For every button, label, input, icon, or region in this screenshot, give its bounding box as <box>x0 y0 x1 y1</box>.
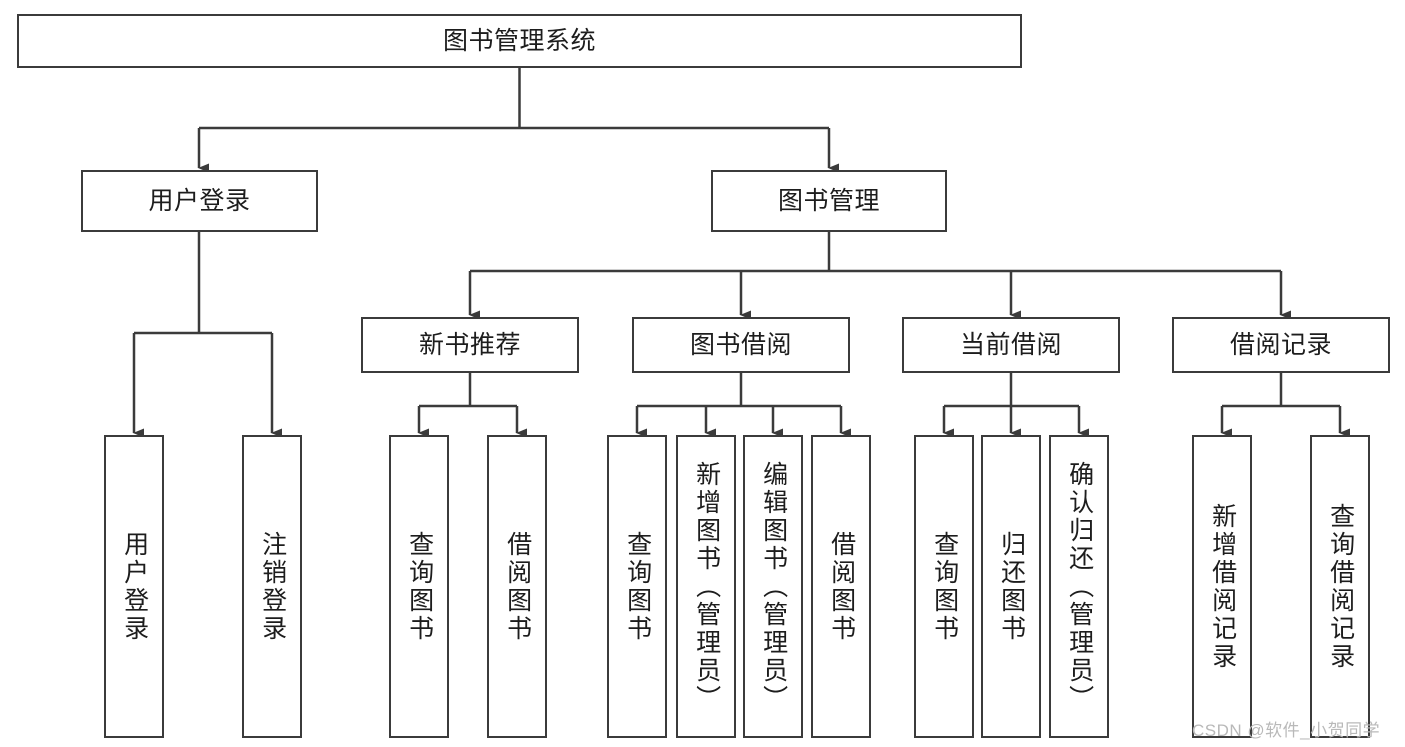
node-book-borrow-label: 图书借阅 <box>689 331 792 359</box>
leaf-label: 查询图书 <box>930 530 959 643</box>
node-book-management-label: 图书管理 <box>777 187 880 215</box>
leaf-add-borrow-record[interactable]: 新增借阅记录 <box>1192 435 1252 738</box>
leaf-label: 新增借阅记录 <box>1208 502 1237 671</box>
leaf-edit-book-admin[interactable]: 编辑图书（管理员） <box>743 435 803 738</box>
leaf-query-book-borrow[interactable]: 查询图书 <box>607 435 667 738</box>
leaf-label: 查询借阅记录 <box>1326 502 1355 671</box>
leaf-logout[interactable]: 注销登录 <box>242 435 302 738</box>
leaf-label: 注销登录 <box>258 530 287 643</box>
leaf-confirm-return-admin[interactable]: 确认归还（管理员） <box>1049 435 1109 738</box>
leaf-user-login[interactable]: 用户登录 <box>104 435 164 738</box>
leaf-label: 查询图书 <box>623 530 652 643</box>
leaf-query-book-recommend[interactable]: 查询图书 <box>389 435 449 738</box>
leaf-label: 新增图书（管理员） <box>692 460 721 713</box>
leaf-return-book[interactable]: 归还图书 <box>981 435 1041 738</box>
leaf-label: 用户登录 <box>120 530 149 643</box>
node-current-borrow-label: 当前借阅 <box>959 331 1062 359</box>
node-root[interactable]: 图书管理系统 <box>17 14 1022 68</box>
leaf-query-borrow-record[interactable]: 查询借阅记录 <box>1310 435 1370 738</box>
leaf-add-book-admin[interactable]: 新增图书（管理员） <box>676 435 736 738</box>
leaf-label: 编辑图书（管理员） <box>759 460 788 713</box>
leaf-query-book-current[interactable]: 查询图书 <box>914 435 974 738</box>
leaf-label: 借阅图书 <box>503 530 532 643</box>
leaf-label: 查询图书 <box>405 530 434 643</box>
csdn-watermark: CSDN @软件_小贺同学 <box>1192 721 1381 740</box>
node-new-book-recommend-label: 新书推荐 <box>418 331 521 359</box>
leaf-label: 归还图书 <box>997 530 1026 643</box>
node-user-login[interactable]: 用户登录 <box>81 170 318 232</box>
node-user-login-label: 用户登录 <box>148 187 251 215</box>
leaf-label: 借阅图书 <box>827 530 856 643</box>
node-root-label: 图书管理系统 <box>442 27 596 55</box>
leaf-borrow-book[interactable]: 借阅图书 <box>811 435 871 738</box>
node-borrow-record[interactable]: 借阅记录 <box>1172 317 1390 373</box>
node-book-management[interactable]: 图书管理 <box>711 170 947 232</box>
node-borrow-record-label: 借阅记录 <box>1229 331 1332 359</box>
leaf-label: 确认归还（管理员） <box>1065 460 1094 713</box>
node-book-borrow[interactable]: 图书借阅 <box>632 317 850 373</box>
node-new-book-recommend[interactable]: 新书推荐 <box>361 317 579 373</box>
node-current-borrow[interactable]: 当前借阅 <box>902 317 1120 373</box>
leaf-borrow-book-recommend[interactable]: 借阅图书 <box>487 435 547 738</box>
